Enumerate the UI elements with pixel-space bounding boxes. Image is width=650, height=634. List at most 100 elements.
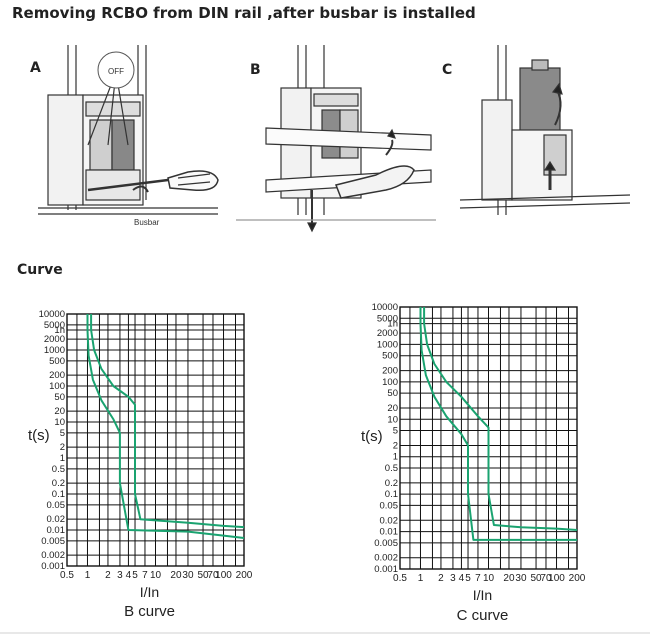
x-tick-label: 200 [236, 570, 253, 581]
x-tick-label: 2 [438, 573, 444, 584]
y-tick-label: 0.5 [52, 464, 65, 475]
y-tick-label: 0.02 [380, 515, 399, 526]
y-tick-label: 5000 [377, 313, 398, 324]
x-tick-label: 20 [503, 573, 515, 584]
y-tick-label: 1h [387, 319, 398, 330]
panel-a-label: A [30, 60, 41, 76]
x-tick-label: 100 [548, 573, 565, 584]
y-tick-label: 0.1 [52, 489, 65, 500]
trip-curve-series-2 [423, 307, 578, 531]
y-tick-label: 1000 [44, 345, 65, 356]
y-tick-label: 0.002 [41, 550, 65, 561]
y-tick-label: 0.001 [374, 564, 398, 575]
x-tick-label: 10 [150, 570, 162, 581]
trip-curve-series-1 [419, 307, 577, 541]
trip-curve-series-2 [90, 314, 245, 529]
y-tick-label: 0.05 [380, 500, 399, 511]
y-tick-label: 200 [382, 366, 398, 377]
x-tick-label: 5 [465, 573, 471, 584]
x-tick-label: 20 [170, 570, 182, 581]
illustration-panel-b: B [236, 40, 436, 240]
x-tick-label: 4 [126, 570, 132, 581]
y-tick-label: 0.1 [385, 489, 398, 500]
y-tick-label: 5000 [44, 320, 65, 331]
x-tick-label: 100 [215, 570, 232, 581]
x-tick-label: 0.5 [393, 573, 407, 584]
y-tick-label: 2 [393, 440, 398, 451]
x-tick-label: 3 [117, 570, 123, 581]
x-tick-label: 3 [450, 573, 456, 584]
x-tick-label: 50 [197, 570, 209, 581]
x-tick-label: 30 [515, 573, 527, 584]
y-tick-label: 0.01 [47, 525, 66, 536]
x-tick-label: 10 [483, 573, 495, 584]
rcbo-removal-illustration [459, 45, 631, 215]
panel-c-label: C [442, 62, 453, 78]
y-tick-label: 0.2 [385, 478, 398, 489]
panel-b-label: B [250, 62, 261, 78]
y-tick-label: 10 [387, 414, 398, 425]
plot-frame [399, 306, 578, 570]
y-tick-label: 50 [387, 388, 398, 399]
y-tick-label: 2000 [44, 334, 65, 345]
x-tick-label: 5 [132, 570, 138, 581]
y-axis-label: t(s) [361, 428, 383, 445]
chart-title: B curve [124, 603, 175, 620]
x-tick-label: 7 [142, 570, 148, 581]
y-tick-label: 500 [382, 351, 398, 362]
x-axis-label: I/In [140, 584, 159, 600]
y-tick-label: 1 [60, 453, 65, 464]
y-tick-label: 10000 [372, 302, 398, 313]
y-tick-label: 0.001 [41, 561, 65, 572]
y-tick-label: 500 [49, 356, 65, 367]
y-tick-label: 20 [54, 406, 65, 417]
chart-title: C curve [457, 607, 509, 624]
y-tick-label: 0.002 [374, 553, 398, 564]
y-tick-label: 2000 [377, 328, 398, 339]
y-tick-label: 0.2 [52, 478, 65, 489]
y-tick-label: 2 [60, 442, 65, 453]
y-tick-label: 0.02 [47, 514, 66, 525]
x-tick-label: 4 [459, 573, 465, 584]
y-tick-label: 50 [54, 392, 65, 403]
y-tick-label: 200 [49, 370, 65, 381]
y-tick-label: 5 [393, 426, 398, 437]
y-tick-label: 1h [54, 325, 65, 336]
x-tick-label: 1 [85, 570, 91, 581]
x-tick-label: 70 [540, 573, 552, 584]
x-tick-label: 1 [418, 573, 424, 584]
y-tick-label: 20 [387, 403, 398, 414]
y-tick-label: 10 [54, 417, 65, 428]
y-tick-label: 0.01 [380, 527, 399, 538]
x-tick-label: 7 [475, 573, 481, 584]
x-tick-label: 70 [207, 570, 219, 581]
y-tick-label: 0.5 [385, 463, 398, 474]
trip-curve-series-1 [86, 314, 245, 539]
plot-frame [66, 313, 245, 567]
y-tick-label: 1 [393, 452, 398, 463]
y-tick-label: 10000 [39, 309, 65, 320]
x-tick-label: 0.5 [60, 570, 74, 581]
rcbo-lever-illustration [236, 45, 436, 233]
illustration-panel-a: A OFF Busbar [28, 40, 228, 235]
y-tick-label: 0.005 [41, 536, 65, 547]
x-tick-label: 2 [105, 570, 111, 581]
busbar-label: Busbar [134, 218, 160, 227]
off-label: OFF [108, 67, 124, 76]
page-title: Removing RCBO from DIN rail ,after busba… [12, 4, 476, 22]
bottom-divider [0, 632, 650, 634]
x-axis-label: I/In [473, 587, 492, 603]
rcbo-screwdriver-illustration: OFF Busbar [38, 45, 219, 227]
y-tick-label: 100 [382, 377, 398, 388]
y-tick-label: 1000 [377, 339, 398, 350]
x-tick-label: 50 [530, 573, 542, 584]
y-tick-label: 100 [49, 381, 65, 392]
y-tick-label: 0.05 [47, 500, 66, 511]
y-tick-label: 0.005 [374, 538, 398, 549]
illustration-panel-c: C [440, 40, 640, 240]
y-axis-label: t(s) [28, 427, 50, 444]
section-heading-curve: Curve [17, 262, 63, 278]
y-tick-label: 5 [60, 428, 65, 439]
